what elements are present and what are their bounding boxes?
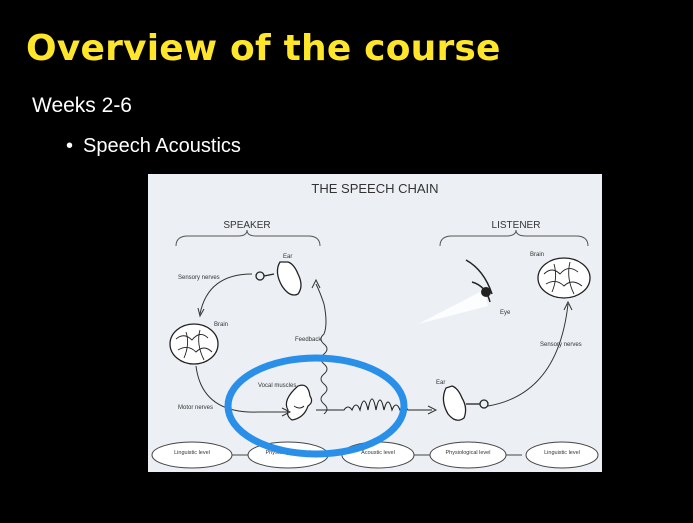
level-linguistic-speaker: Linguistic level <box>174 450 210 456</box>
feedback-wave <box>315 283 328 415</box>
speaker-brace <box>175 229 321 247</box>
eye-icon <box>418 259 493 324</box>
label-brain-listener: Brain <box>530 252 544 258</box>
listener-brain-icon <box>537 257 591 299</box>
label-sensory-nerves-right: Sensory nerves <box>540 342 582 348</box>
arrowhead-icon <box>311 278 321 289</box>
slide-title: Overview of the course <box>26 28 501 69</box>
acoustic-wave <box>316 398 432 412</box>
motor-nerve-arrow <box>195 365 288 413</box>
vocal-tract-icon <box>285 384 313 421</box>
arrowhead-icon <box>563 300 573 311</box>
label-vocal-muscles: Vocal muscles <box>258 383 296 389</box>
speaker-brain-icon <box>169 323 219 365</box>
label-motor-nerves: Motor nerves <box>178 405 213 411</box>
label-brain-speaker: Brain <box>214 322 228 328</box>
arrowhead-icon <box>197 307 205 318</box>
sensory-nerve-arrow-left <box>199 273 253 315</box>
listener-label: LISTENER <box>492 220 541 231</box>
listener-ear-icon <box>442 385 489 421</box>
label-ear-speaker: Ear <box>283 254 292 260</box>
level-physiological-listener: Physiological level <box>446 450 491 456</box>
sensory-nerve-arrow-right <box>487 303 569 407</box>
arrowhead-icon <box>281 407 292 417</box>
bullet-text: Speech Acoustics <box>83 135 241 157</box>
speech-chain-figure: THE SPEECH CHAIN SPEAKER LISTENER Ear Se… <box>148 174 602 472</box>
label-sensory-nerves-left: Sensory nerves <box>178 275 220 281</box>
label-ear-listener: Ear <box>436 380 445 386</box>
level-row: Linguistic level Physiological level Aco… <box>151 441 599 469</box>
listener-brace <box>439 229 589 247</box>
bullet-item: • Speech Acoustics <box>66 135 241 158</box>
highlight-ring <box>224 354 408 458</box>
speaker-ear-icon <box>255 261 302 296</box>
level-acoustic: Acoustic level <box>361 450 395 456</box>
label-feedback: Feedback <box>295 337 322 343</box>
speaker-label: SPEAKER <box>223 220 270 231</box>
label-eye: Eye <box>500 310 511 316</box>
level-linguistic-listener: Linguistic level <box>544 450 580 456</box>
arrowhead-icon <box>427 405 438 415</box>
figure-title: THE SPEECH CHAIN <box>311 181 438 196</box>
slide-subtitle: Weeks 2-6 <box>32 94 132 117</box>
speech-chain-diagram: THE SPEECH CHAIN SPEAKER LISTENER Ear Se… <box>151 181 599 469</box>
bullet-icon: • <box>66 135 74 157</box>
